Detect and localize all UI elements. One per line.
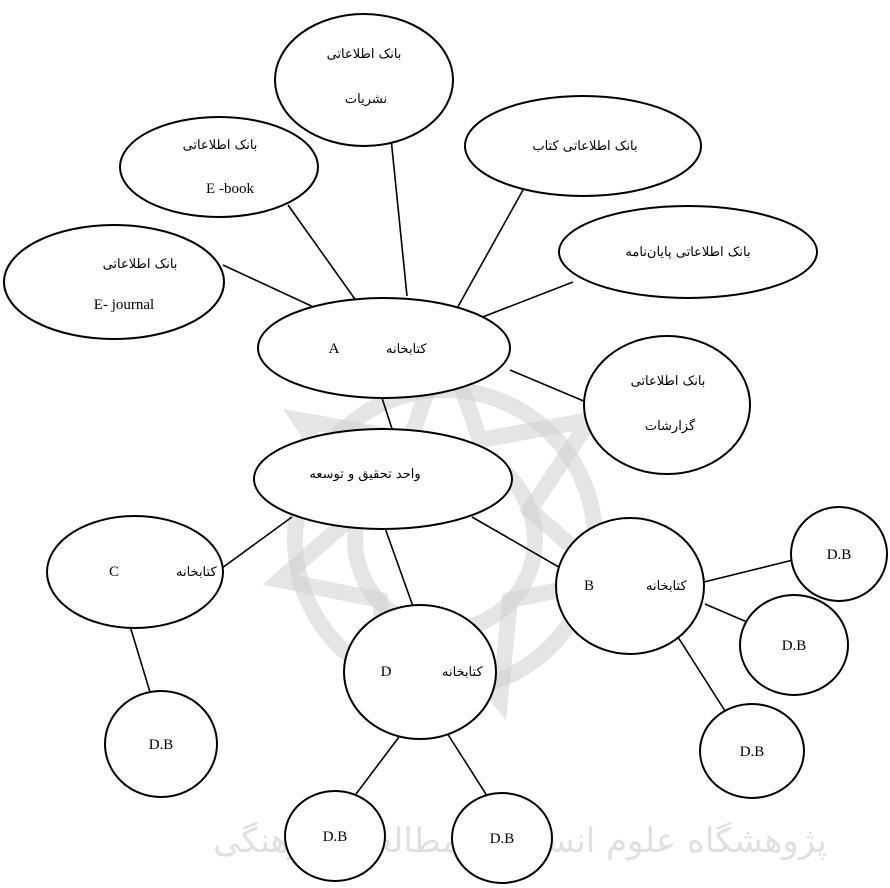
node-library-d-letter: D: [381, 664, 392, 680]
node-ejournal-line2: E- journal: [94, 297, 154, 313]
node-ejournal-line1: بانک اطلاعاتی: [103, 257, 178, 272]
node-gozareshat-database: بانک اطلاعاتی گزارشات: [583, 335, 751, 475]
edge-d-db1: [349, 732, 403, 803]
node-library-a-letter: A: [329, 341, 340, 357]
edge-rnd-c: [221, 516, 293, 569]
node-db-c: D.B: [104, 690, 218, 798]
edge-d-db2: [446, 732, 492, 803]
node-db-b-3-label: D.B: [740, 744, 765, 760]
node-nashriyat-line2: نشریات: [345, 92, 387, 107]
node-db-d-2: D.B: [451, 792, 553, 884]
node-db-d-1-label: D.B: [323, 829, 348, 845]
node-library-c-label: کتابخانه: [176, 565, 217, 580]
node-library-b: کتابخانه B: [555, 517, 705, 655]
edge-b-db3: [675, 633, 728, 715]
node-library-a-label: کتابخانه: [386, 342, 427, 357]
node-rnd-label: واحد تحقیق و توسعه: [309, 467, 420, 482]
node-db-b-2: D.B: [739, 594, 849, 696]
edge-c-db: [129, 625, 151, 693]
node-db-b-3: D.B: [699, 703, 805, 799]
node-nashriyat-line1: بانک اطلاعاتی: [327, 47, 402, 62]
node-db-b-1: D.B: [790, 506, 888, 602]
node-library-d: کتابخانه D: [343, 604, 497, 740]
edge-a-ketab: [454, 189, 524, 313]
node-db-d-2-label: D.B: [490, 831, 515, 847]
node-library-b-letter: B: [584, 578, 594, 594]
node-db-b-2-label: D.B: [782, 638, 807, 654]
edge-rnd-b: [471, 516, 565, 571]
node-library-b-label: کتابخانه: [646, 579, 687, 594]
edge-a-gozareshat: [509, 369, 587, 403]
node-ejournal-database: بانک اطلاعاتی E- journal: [3, 224, 225, 340]
node-db-c-label: D.B: [149, 737, 174, 753]
edge-rnd-d: [384, 527, 416, 613]
node-payannameh-database: بانک اطلاعاتی پایان‌نامه: [558, 205, 818, 299]
node-ebook-line2: E -book: [206, 181, 254, 197]
node-gozareshat-line1: بانک اطلاعاتی: [631, 374, 706, 389]
node-db-b-1-label: D.B: [827, 547, 852, 563]
node-db-d-1: D.B: [284, 790, 386, 882]
edge-b-db1: [703, 559, 794, 583]
node-ebook-line1: بانک اطلاعاتی: [183, 138, 258, 153]
node-library-a: کتابخانه A: [257, 297, 511, 399]
edge-a-ebook: [287, 204, 358, 303]
node-ketab-database: بانک اطلاعاتی کتاب: [464, 95, 702, 197]
edge-a-ejournal: [222, 264, 321, 311]
node-payannameh-line1: بانک اطلاعاتی پایان‌نامه: [625, 245, 750, 260]
edge-a-nashriyat: [390, 137, 408, 297]
node-ketab-line1: بانک اطلاعاتی کتاب: [532, 139, 637, 154]
node-rnd-unit: واحد تحقیق و توسعه: [253, 428, 513, 530]
node-ebook-database: بانک اطلاعاتی E -book: [119, 116, 319, 218]
node-library-c: کتابخانه C: [46, 515, 224, 629]
node-nashriyat-database: بانک اطلاعاتی نشریات: [274, 13, 454, 147]
node-library-d-label: کتابخانه: [442, 665, 483, 680]
node-library-c-letter: C: [109, 564, 119, 580]
node-gozareshat-line2: گزارشات: [645, 418, 696, 434]
